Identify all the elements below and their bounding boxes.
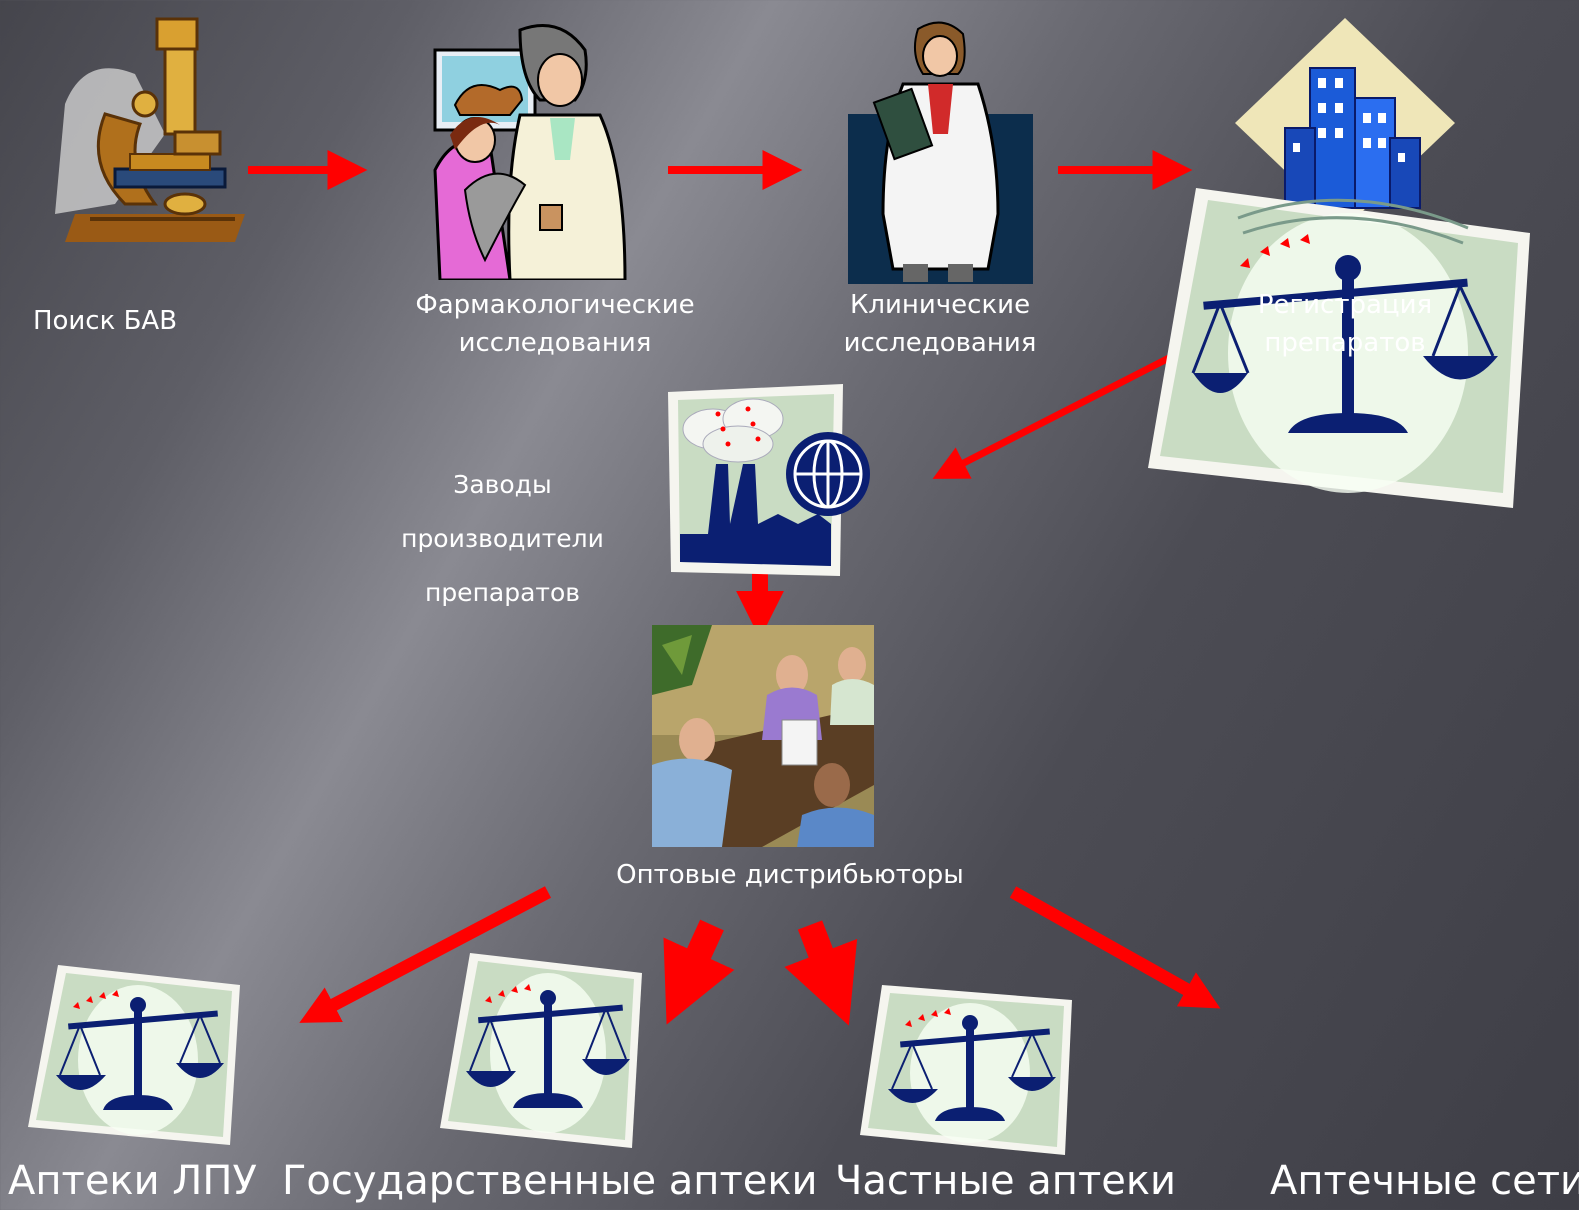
label-registration-line2: препаратов bbox=[1264, 328, 1426, 358]
label-clinical: Клинические исследования bbox=[800, 286, 1080, 362]
scales-icon bbox=[860, 985, 1072, 1155]
label-clinical-line1: Клинические bbox=[849, 290, 1031, 320]
label-pharmacy-chains: Аптечные сети bbox=[1270, 1158, 1579, 1204]
scales-icon bbox=[28, 965, 240, 1145]
scales-icon bbox=[1148, 188, 1530, 508]
label-manufacturers: Заводы производители препаратов bbox=[370, 458, 635, 620]
label-distributors: Оптовые дистрибьюторы bbox=[616, 860, 964, 890]
label-manufacturers-line3: препаратов bbox=[424, 578, 581, 607]
label-registration-line1: Регистрация bbox=[1257, 290, 1433, 320]
label-registration: Регистрация препаратов bbox=[1205, 286, 1485, 362]
scales-icon bbox=[440, 953, 642, 1148]
label-pharm-line1: Фармакологические bbox=[415, 290, 695, 320]
registry-building-icon bbox=[1235, 18, 1455, 228]
meeting-icon bbox=[652, 625, 874, 847]
label-search: Поиск БАВ bbox=[32, 306, 178, 336]
label-manufacturers-line1: Заводы bbox=[453, 470, 552, 499]
veterinarian-icon bbox=[433, 24, 627, 280]
arrow-registration-to-factory bbox=[932, 334, 1210, 479]
doctor-icon bbox=[848, 21, 1033, 284]
label-manufacturers-line2: производители bbox=[401, 524, 604, 553]
arrow-to-private-pharmacy bbox=[784, 920, 858, 1026]
label-pharm-line2: исследования bbox=[458, 328, 652, 358]
microscope-icon bbox=[55, 17, 245, 242]
label-private-pharmacy: Частные аптеки bbox=[835, 1158, 1177, 1204]
label-pharm: Фармакологические исследования bbox=[400, 286, 710, 362]
factory-icon bbox=[668, 384, 870, 576]
label-hospital-pharmacy: Аптеки ЛПУ bbox=[8, 1158, 257, 1204]
label-clinical-line2: исследования bbox=[843, 328, 1037, 358]
arrow-to-state-pharmacy bbox=[663, 919, 735, 1025]
label-state-pharmacy: Государственные аптеки bbox=[282, 1158, 818, 1204]
arrow-to-hospital-pharmacy bbox=[299, 886, 552, 1023]
arrow-to-pharmacy-chains bbox=[1009, 886, 1221, 1009]
